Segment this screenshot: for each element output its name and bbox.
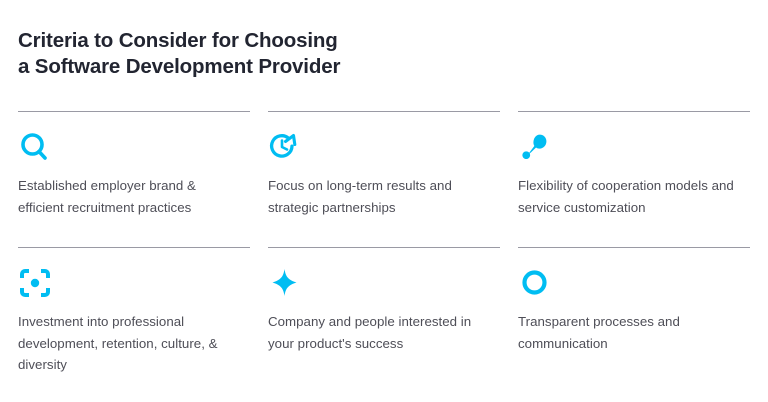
criterion-text: Transparent processes and communication [518, 314, 680, 351]
criterion-text: Focus on long-term results and strategic… [268, 178, 452, 215]
criterion-divider [518, 247, 750, 248]
four-point-sparkle-icon [268, 267, 302, 299]
clock-arrow-long-term-icon [268, 131, 302, 163]
criterion-divider [18, 247, 250, 248]
criterion-text: Established employer brand & efficient r… [18, 178, 196, 215]
criteria-grid: Established employer brand & efficient r… [18, 102, 750, 374]
page-title: Criteria to Consider for Choosing a Soft… [18, 0, 750, 80]
ring-circle-icon [518, 267, 552, 299]
criterion-item: Focus on long-term results and strategic… [268, 102, 500, 238]
criterion-item: Investment into professional development… [18, 238, 250, 374]
criterion-item: Company and people interested in your pr… [268, 238, 500, 374]
criterion-divider [18, 111, 250, 112]
magnifier-search-icon [18, 131, 52, 163]
criterion-text: Company and people interested in your pr… [268, 314, 472, 351]
criterion-text: Investment into professional development… [18, 314, 218, 372]
criterion-item: Flexibility of cooperation models and se… [518, 102, 750, 238]
page-title-line-1: Criteria to Consider for Choosing [18, 29, 338, 52]
criterion-divider [268, 247, 500, 248]
criterion-divider [268, 111, 500, 112]
page-title-line-2: a Software Development Provider [18, 55, 341, 78]
criterion-divider [518, 111, 750, 112]
focus-frame-target-icon [18, 267, 52, 299]
criterion-item: Established employer brand & efficient r… [18, 102, 250, 238]
criterion-text: Flexibility of cooperation models and se… [518, 178, 734, 215]
criterion-item: Transparent processes and communication [518, 238, 750, 374]
flexibility-droplets-icon [518, 131, 552, 163]
